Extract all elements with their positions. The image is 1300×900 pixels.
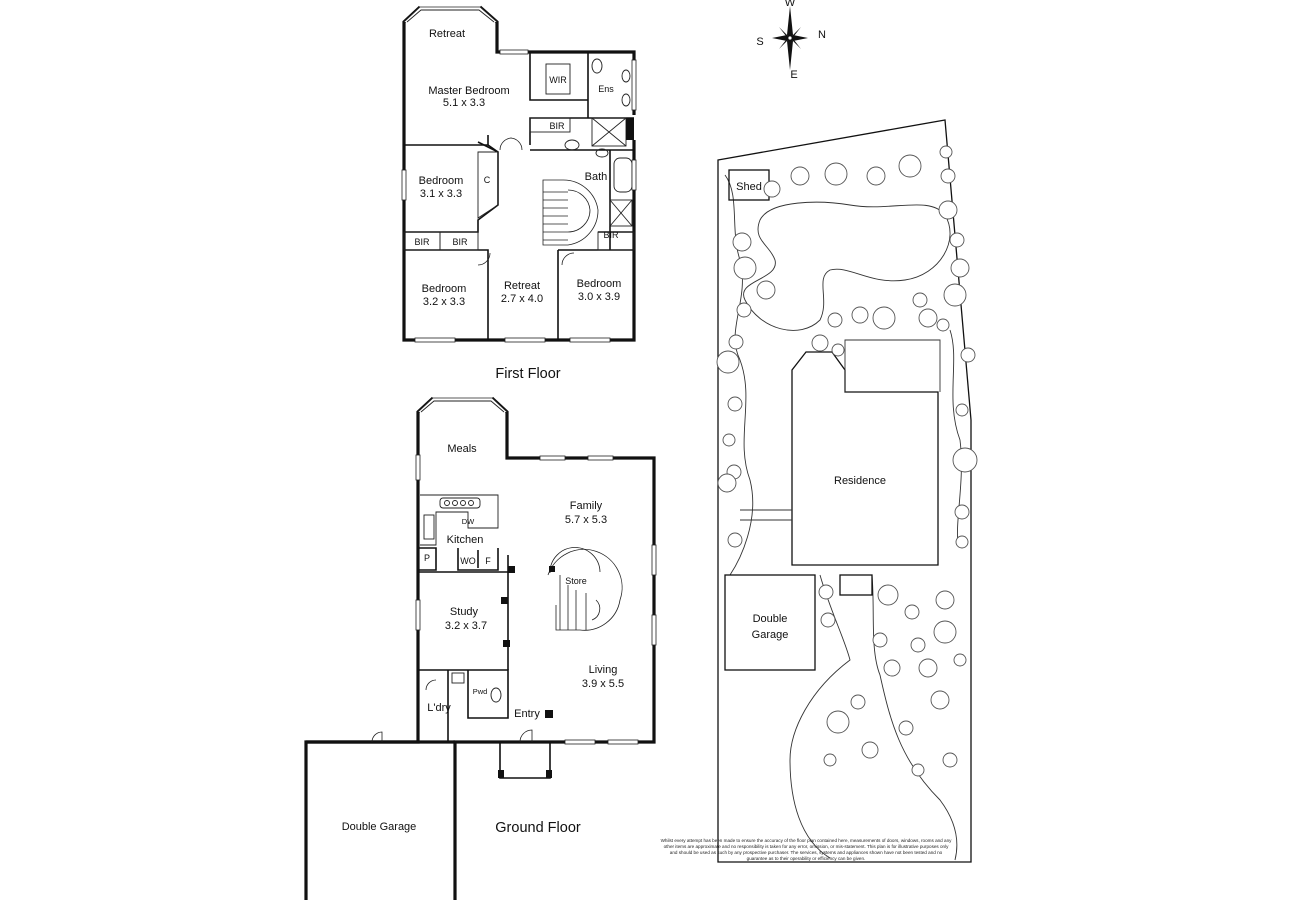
- study-size: 3.2 x 3.7: [445, 620, 487, 632]
- store-label: Store: [565, 576, 587, 586]
- retreat-size: 2.7 x 4.0: [501, 293, 543, 305]
- bir-left-a-label: BIR: [414, 237, 430, 247]
- compass-e-label: E: [790, 69, 797, 81]
- master-bedroom-label: Master Bedroom: [428, 85, 509, 97]
- ground-floor-stairs: [547, 547, 623, 631]
- ground-double-garage-label: Double Garage: [342, 821, 417, 833]
- bir-right-label: BIR: [603, 230, 619, 240]
- dishwasher-label: DW: [462, 517, 475, 526]
- living-size: 3.9 x 5.5: [582, 678, 624, 690]
- residence-label: Residence: [834, 475, 886, 487]
- compass-w-label: W: [785, 0, 796, 9]
- first-floor-title: First Floor: [495, 366, 560, 382]
- kitchen-label: Kitchen: [447, 534, 484, 546]
- shed-label: Shed: [736, 181, 762, 193]
- site-trees: [716, 145, 978, 777]
- ground-floor-title: Ground Floor: [495, 820, 581, 836]
- family-label: Family: [570, 500, 603, 512]
- first-floor-plan: [401, 5, 637, 343]
- bir-master-label: BIR: [549, 121, 565, 131]
- disclaimer-text: Whilst every attempt has been made to en…: [660, 838, 952, 861]
- powder-room-label: Pwd: [473, 687, 488, 696]
- bedroom-br-size: 3.0 x 3.9: [578, 291, 620, 303]
- ensuite-label: Ens: [598, 84, 614, 94]
- ground-floor-plan: [304, 396, 657, 900]
- family-size: 5.7 x 5.3: [565, 514, 607, 526]
- compass-s-label: S: [756, 36, 763, 48]
- master-bedroom-size: 5.1 x 3.3: [443, 97, 485, 109]
- meals-label: Meals: [447, 443, 477, 455]
- bedroom-bl-size: 3.2 x 3.3: [423, 296, 465, 308]
- retreat-label: Retreat: [504, 280, 540, 292]
- pantry-label: P: [424, 553, 430, 563]
- wall-oven-label: WO: [460, 556, 476, 566]
- site-garage-label-line2: Garage: [752, 629, 789, 641]
- bedroom-bl-label: Bedroom: [422, 283, 467, 295]
- laundry-label: L'dry: [427, 702, 451, 714]
- closet-label: C: [484, 175, 491, 185]
- bir-left-b-label: BIR: [452, 237, 468, 247]
- fridge-label: F: [485, 556, 491, 566]
- study-label: Study: [450, 606, 479, 618]
- bedroom-left-size: 3.1 x 3.3: [420, 188, 462, 200]
- site-garage-label-line1: Double: [753, 613, 788, 625]
- compass-rose-icon: [772, 6, 808, 70]
- living-label: Living: [589, 664, 618, 676]
- entry-label: Entry: [514, 708, 540, 720]
- compass-n-label: N: [818, 29, 826, 41]
- first-floor-stairs: [542, 179, 599, 246]
- site-plan: [717, 119, 972, 863]
- bedroom-left-label: Bedroom: [419, 175, 464, 187]
- bedroom-br-label: Bedroom: [577, 278, 622, 290]
- wir-label: WIR: [549, 75, 567, 85]
- bath-label: Bath: [585, 171, 608, 183]
- retreat-top-label: Retreat: [429, 28, 465, 40]
